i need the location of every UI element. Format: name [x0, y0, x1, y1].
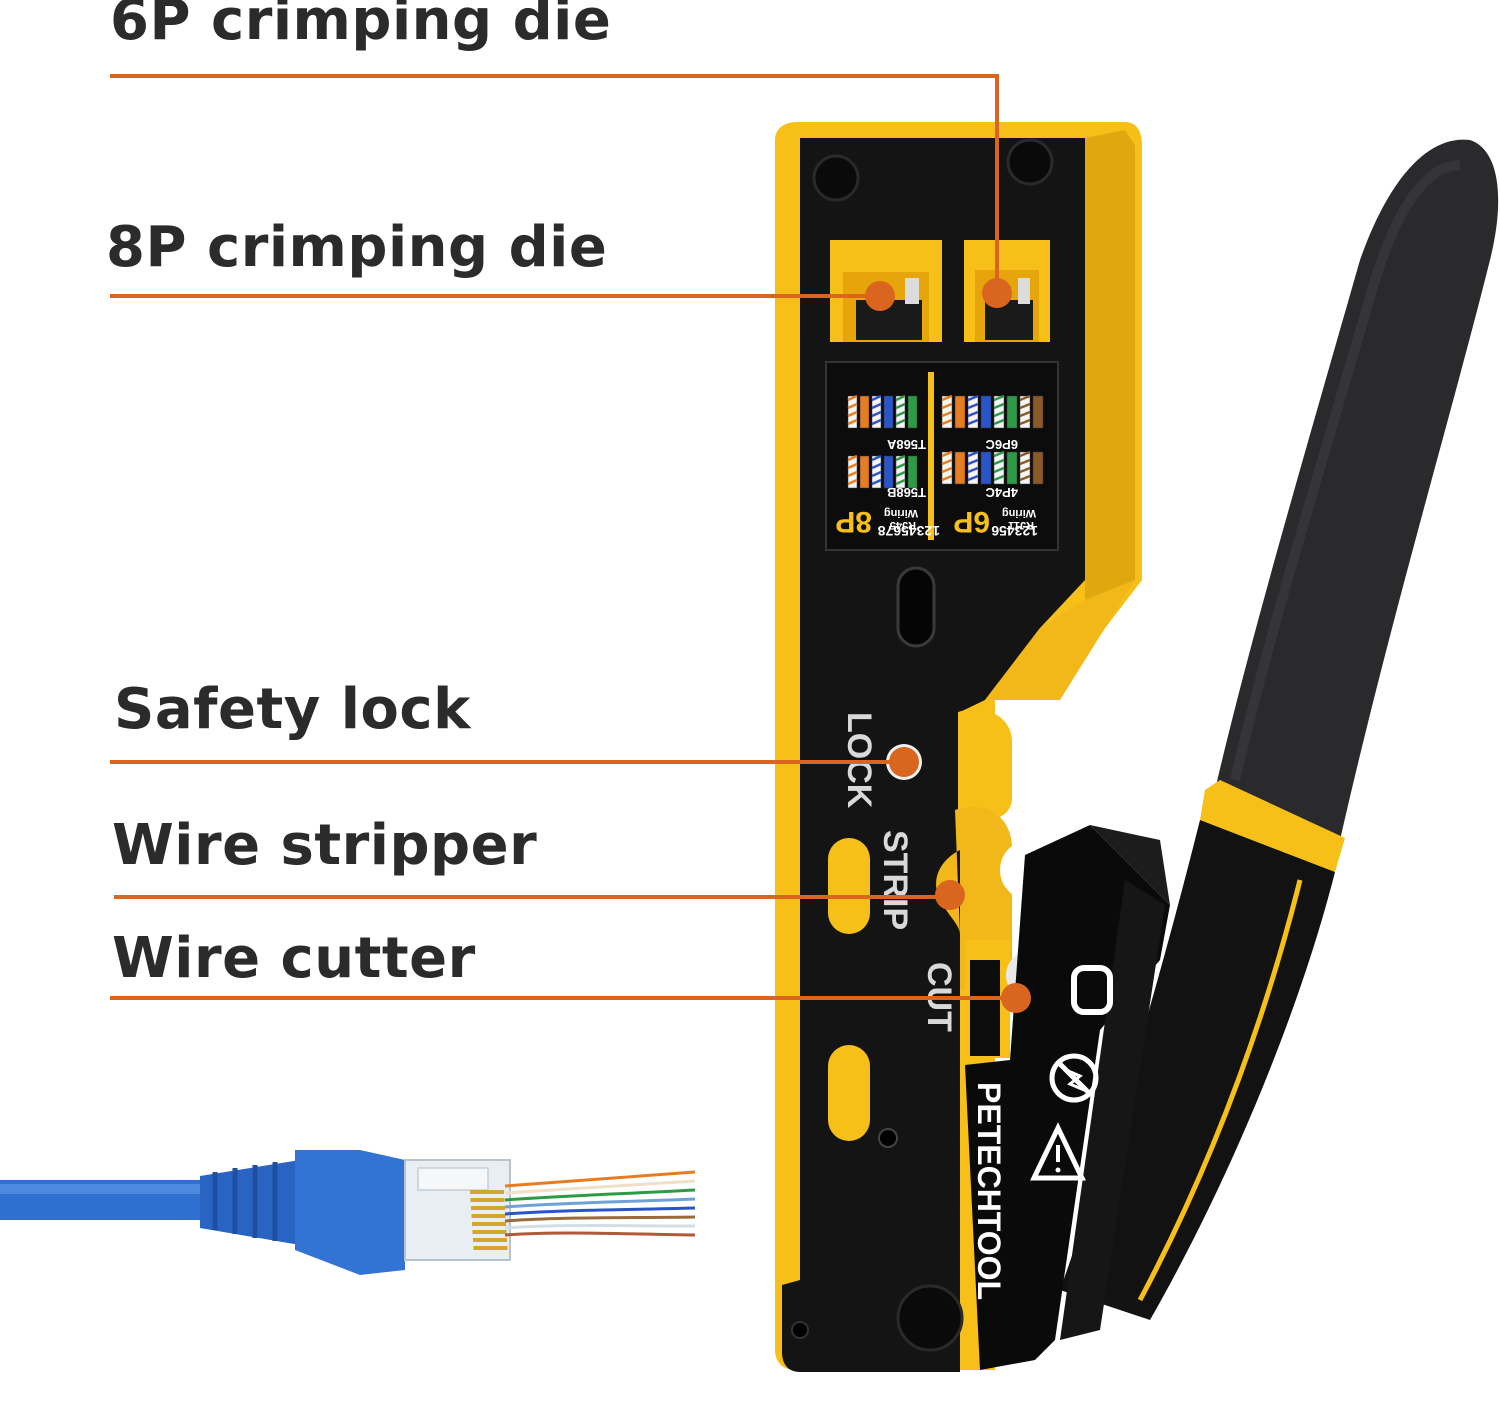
big-8p-label: 8P	[835, 505, 872, 538]
crimp-icon	[1071, 965, 1113, 1015]
warning-icon	[1030, 1122, 1086, 1181]
leader-dot	[889, 747, 919, 777]
foam-grip	[1215, 139, 1499, 840]
rj11-label: RJ11	[1008, 519, 1034, 531]
tool-handle	[1060, 139, 1499, 1320]
callout-6p-crimping-die: 6P crimping die	[110, 0, 612, 53]
leader-lines	[110, 74, 1031, 1013]
big-6p-label: 6P	[953, 505, 990, 538]
brand-marking: PETECHTOOL	[971, 1082, 1007, 1300]
plug-pins	[470, 1190, 508, 1250]
callout-8p-crimping-die: 8P crimping die	[106, 215, 608, 280]
pins-8-label: 12345678	[877, 523, 940, 539]
no-shock-icon	[1049, 1053, 1099, 1103]
slide-switch	[896, 566, 936, 648]
t568a-label: T568A	[886, 437, 926, 452]
leader-dot	[982, 278, 1012, 308]
die-8p	[830, 240, 942, 342]
wiring-label-8p: Wiring	[884, 507, 918, 519]
handle-shaft	[1060, 820, 1335, 1320]
leader-8p	[110, 281, 895, 311]
t568b-label: T568B	[887, 485, 926, 500]
4p4c-label: 4P4C	[985, 485, 1018, 500]
wiring-swatches-top	[847, 394, 1044, 429]
leader-wire-cutter	[110, 983, 1031, 1013]
callout-wire-stripper: Wire stripper	[112, 813, 538, 878]
6p6c-label: 6P6C	[985, 437, 1018, 452]
strip-marking: STRIP	[876, 830, 914, 930]
leader-wire-stripper	[114, 880, 965, 910]
rj45-label: RJ45	[890, 519, 916, 531]
leader-dot	[865, 281, 895, 311]
cutter-blade	[970, 960, 1000, 1056]
rj45-cable	[0, 1150, 696, 1275]
callout-wire-cutter: Wire cutter	[112, 926, 476, 991]
leader-dot	[935, 880, 965, 910]
leader-dot	[1001, 983, 1031, 1013]
wiring-swatches-bottom	[847, 450, 1044, 489]
exposed-wires	[504, 1170, 696, 1237]
callout-safety-lock: Safety lock	[114, 677, 471, 742]
pins-6-label: 123456	[991, 523, 1038, 539]
tool-body: 12345678 123456 T568A 6P6C T568B 4P4C 8P…	[775, 122, 1170, 1372]
leader-safety-lock	[110, 747, 919, 777]
handle-collar	[1200, 780, 1345, 872]
cable-boot	[295, 1150, 405, 1275]
wiring-label-6p: Wiring	[1002, 507, 1036, 519]
leader-6p	[110, 74, 1012, 308]
